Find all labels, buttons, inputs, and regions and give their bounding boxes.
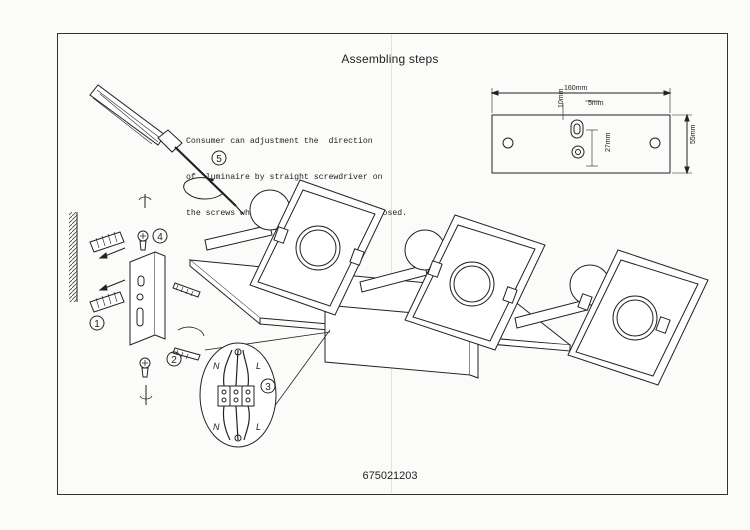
dimension-slot-width-label: 5mm (588, 100, 604, 107)
note-line-2: of luminaire by straight screwdriver on (186, 173, 383, 182)
plate-hole-left (502, 137, 514, 149)
mounting-bracket (129, 251, 166, 346)
spotlight-1 (204, 179, 386, 316)
wire-label-l-bottom: L (256, 422, 261, 432)
bottom-screw-icon (139, 357, 151, 378)
step-1-marker: 1 (89, 315, 105, 331)
spotlight-2 (359, 214, 546, 351)
step-2-marker: 2 (166, 351, 182, 367)
dimension-height-label: 55mm (690, 124, 697, 144)
step-5-marker: 5 (211, 150, 227, 166)
step-3-number: 3 (265, 382, 271, 393)
screwdriver-icon (89, 84, 244, 215)
step-2-number: 2 (171, 355, 177, 366)
step-4-marker: 4 (152, 228, 168, 244)
wall-hatch (69, 212, 77, 302)
step-4-number: 4 (157, 232, 163, 243)
dimension-width-label: 160mm (564, 85, 588, 92)
sheet-border (57, 33, 728, 495)
wire-label-n-bottom: N (213, 422, 220, 432)
plate-center-hole (571, 145, 585, 159)
dimension-slot-length-label: 27mm (605, 132, 612, 152)
product-code: 675021203 (362, 470, 418, 482)
fold-line (391, 34, 392, 493)
page-title: Assembling steps (341, 52, 439, 66)
wiring-detail (199, 342, 277, 448)
plate-hole-right (649, 137, 661, 149)
plate-slot (570, 119, 584, 139)
step-1-number: 1 (94, 319, 100, 330)
wire-label-l-top: L (256, 361, 261, 371)
note-line-1: Consumer can adjustment the direction (186, 137, 373, 146)
screw-icon (137, 230, 149, 251)
insert-arrows (98, 247, 126, 291)
step-3-marker: 3 (260, 378, 276, 394)
step-5-number: 5 (216, 154, 222, 165)
mounting-plate-dimension-drawing (490, 88, 692, 175)
spotlight-3 (514, 249, 709, 386)
wall-plug-icon (89, 231, 125, 313)
mounting-plate-outline (491, 114, 671, 174)
dimension-top-offset-label: 10mm (558, 88, 565, 108)
wire-label-n-top: N (213, 361, 220, 371)
side-screw-icon (172, 282, 201, 361)
